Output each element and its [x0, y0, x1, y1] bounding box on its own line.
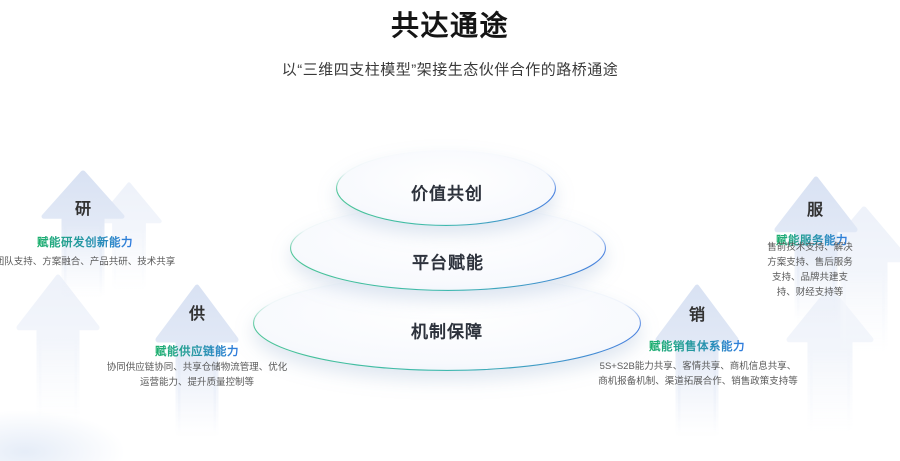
tier-label-mechanism-guarantee: 机制保障	[411, 322, 483, 342]
pillar-capability-research: 赋能研发创新能力	[37, 234, 133, 250]
pillar-capability-sales: 赋能销售体系能力	[649, 338, 745, 354]
pillar-details-research: 团队支持、方案融合、产品共研、技术共享	[0, 256, 176, 268]
pillar-char-service: 服	[806, 202, 824, 219]
page-subtitle: 以“三维四支柱模型”架接生态伙伴合作的路桥通途	[281, 61, 619, 79]
page-title: 共达通途	[390, 10, 510, 41]
pillar-char-sales: 销	[688, 307, 706, 324]
pillar-details-service: 售前技术支持、解决方案支持、售后服务 支持、品牌共建支持、财经支持等	[767, 242, 853, 298]
pillar-capability-supply: 赋能供应链能力	[155, 343, 239, 359]
tier-label-value-cocreation: 价值共创	[411, 184, 483, 204]
tier-label-platform-enablement: 平台赋能	[412, 253, 484, 273]
pillar-char-research: 研	[74, 201, 92, 218]
pillar-char-supply: 供	[188, 306, 206, 323]
pillar-details-sales: 5S+S2B能力共享、客情共享、商机信息共享、 商机报备机制、渠道拓展合作、销售…	[598, 361, 798, 387]
pillar-details-supply: 协同供应链协同、共享仓储物流管理、优化 运营能力、提升质量控制等	[106, 362, 288, 388]
corner-glow	[0, 410, 125, 461]
pillar-capability-service: 赋能服务能力	[776, 232, 848, 248]
tier-disc	[334, 148, 558, 228]
